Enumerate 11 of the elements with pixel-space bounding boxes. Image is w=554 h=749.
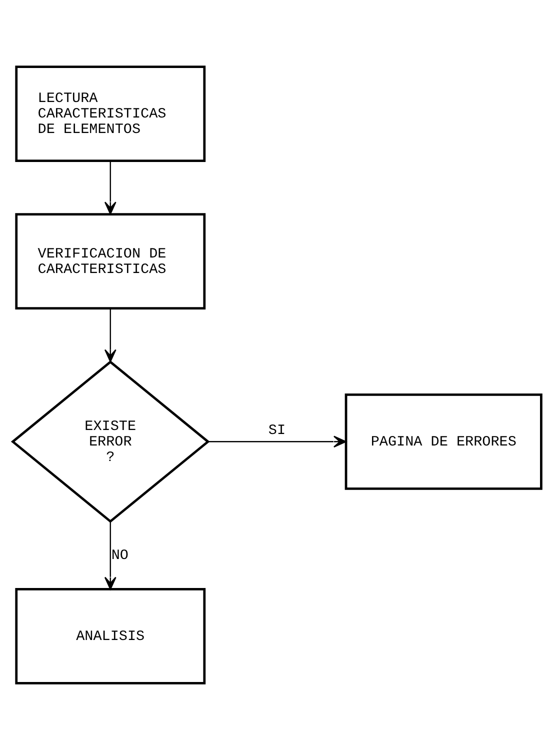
arrow — [208, 435, 346, 448]
arrow — [104, 160, 116, 214]
node-box: ANALISIS — [15, 588, 206, 684]
edge-label: NO — [111, 547, 128, 564]
arrow — [104, 521, 116, 590]
arrow — [104, 308, 116, 362]
node-box: LECTURA CARACTERISTICAS DE ELEMENTOS — [15, 65, 206, 162]
node-box: VERIFICACION DE CARACTERISTICAS — [15, 212, 206, 310]
edge-label: SI — [268, 422, 286, 439]
node-box: PAGINA DE ERRORES — [344, 392, 542, 490]
node-diamond: EXISTE ERROR ? — [10, 360, 210, 522]
